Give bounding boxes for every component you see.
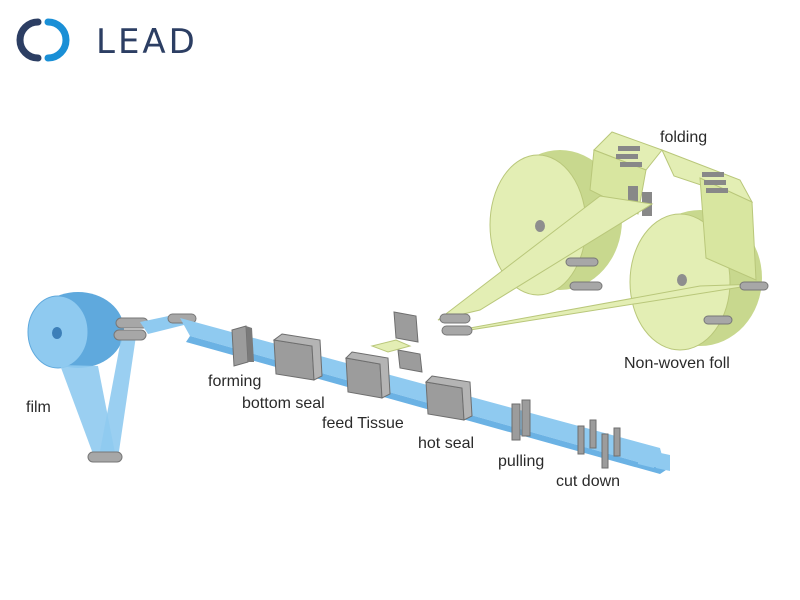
film-roll: [27, 292, 124, 369]
film-web-down: [60, 365, 116, 462]
lead-logo-icon: [16, 18, 70, 62]
label-pulling: pulling: [498, 453, 544, 470]
nonwoven-rollers: [439, 257, 769, 336]
label-film: film: [26, 399, 51, 416]
lead-logo-text: LEAD: [96, 22, 198, 62]
film-guide-rollers: [113, 317, 149, 341]
label-forming: forming: [208, 373, 261, 390]
nonwoven-band-left: [437, 195, 654, 321]
label-nonwoven: Non-woven foll: [624, 355, 730, 372]
pulling-unit: [511, 399, 531, 441]
label-cut-down: cut down: [556, 473, 620, 490]
film-bottom-roller: [87, 451, 123, 463]
lead-logo: LEAD: [16, 18, 198, 62]
label-bottom-seal: bottom seal: [242, 395, 325, 412]
bottom-seal-unit: [272, 333, 323, 381]
cut-down-unit: [577, 419, 621, 469]
folding-frame-right: [661, 149, 757, 281]
label-feed-tissue: feed Tissue: [322, 415, 404, 432]
label-hot-seal: hot seal: [418, 435, 474, 452]
cut-pieces: [638, 448, 670, 471]
tissue-cutter-unit: [370, 311, 423, 373]
feed-tissue-unit: [344, 351, 391, 399]
label-folding: folding: [660, 129, 707, 146]
forming-unit: [231, 325, 254, 367]
film-web-up: [98, 334, 136, 462]
hot-seal-unit: [424, 375, 473, 421]
